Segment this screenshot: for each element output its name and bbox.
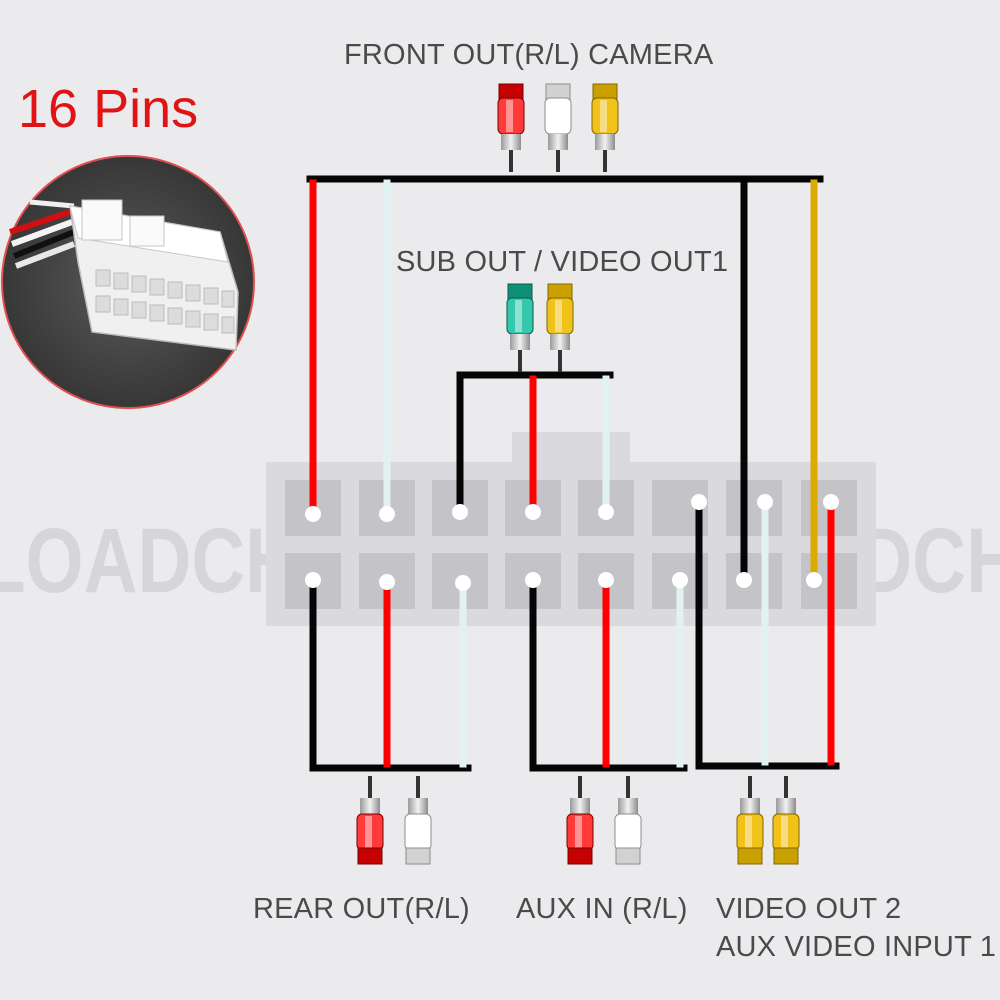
pin-dot-7 xyxy=(757,494,773,510)
rear-white-plug-shine xyxy=(413,816,420,848)
pin-dot-1 xyxy=(305,506,321,522)
rear-red-plug-cable xyxy=(368,776,372,798)
video2-bus-wire xyxy=(695,498,840,770)
pin-dot-6 xyxy=(691,494,707,510)
pin-count-title: 16 Pins xyxy=(18,79,199,139)
aux-red-plug-tip xyxy=(570,798,590,814)
video2-yellow-plug-2-cable xyxy=(784,776,788,798)
sub-yellow-plug xyxy=(546,283,574,372)
sub-yellow-plug-cable xyxy=(558,350,562,372)
aux-red-plug xyxy=(566,776,594,865)
pin-dot-10 xyxy=(379,574,395,590)
front-white-plug-tip xyxy=(548,134,568,150)
aux-white-plug xyxy=(614,776,642,865)
pin-dots xyxy=(305,494,839,591)
pin-dot-16 xyxy=(806,572,822,588)
rear-bus-wire xyxy=(309,576,472,772)
pin-dot-4 xyxy=(525,504,541,520)
pin-dot-8 xyxy=(823,494,839,510)
video2-yellow-plug-1-cable xyxy=(748,776,752,798)
aux-in-label: AUX IN (R/L) xyxy=(516,893,688,925)
rear-red-plug-shine xyxy=(365,816,372,848)
aux-white-plug-tip xyxy=(618,798,638,814)
aux-red-plug-cable xyxy=(578,776,582,798)
aux-video-input-label: AUX VIDEO INPUT 1 xyxy=(716,931,997,963)
sub-teal-plug xyxy=(506,283,534,372)
aux-white-plug-cable xyxy=(626,776,630,798)
pin-dot-14 xyxy=(672,572,688,588)
video2-yellow-plug-1-collar xyxy=(737,847,763,865)
sub-teal-plug-shine xyxy=(515,300,522,332)
rear-red-plug-collar xyxy=(357,847,383,865)
video2-yellow-plug-2-tip xyxy=(776,798,796,814)
aux-bus-wire xyxy=(529,576,688,772)
front-red-plug xyxy=(497,83,525,172)
rear-white-plug xyxy=(404,776,432,865)
front-yellow-plug xyxy=(591,83,619,172)
pin-dot-12 xyxy=(525,572,541,588)
aux-red-plug-collar xyxy=(567,847,593,865)
sub-yellow-plug-shine xyxy=(555,300,562,332)
front-white-plug-cable xyxy=(556,150,560,172)
front-white-plug xyxy=(544,83,572,172)
front-yellow-plug-cable xyxy=(603,150,607,172)
front-out-label: FRONT OUT(R/L) CAMERA xyxy=(344,39,714,71)
pin-dot-9 xyxy=(305,572,321,588)
front-yellow-plug-tip xyxy=(595,134,615,150)
rear-white-plug-tip xyxy=(408,798,428,814)
aux-red-plug-shine xyxy=(575,816,582,848)
pin-connector xyxy=(266,432,876,626)
front-yellow-plug-shine xyxy=(600,100,607,132)
wires xyxy=(306,175,840,772)
video2-yellow-plug-2-collar xyxy=(773,847,799,865)
pin-dot-13 xyxy=(598,572,614,588)
rear-white-plug-cable xyxy=(416,776,420,798)
front-red-plug-cable xyxy=(509,150,513,172)
pin-dot-15 xyxy=(736,572,752,588)
front-white-plug-shine xyxy=(553,100,560,132)
rca-plugs xyxy=(356,83,800,865)
front-red-plug-tip xyxy=(501,134,521,150)
video2-yellow-plug-1-tip xyxy=(740,798,760,814)
rear-out-label: REAR OUT(R/L) xyxy=(253,893,470,925)
video2-yellow-plug-2-shine xyxy=(781,816,788,848)
pin-dot-3 xyxy=(452,504,468,520)
video2-yellow-plug-2 xyxy=(772,776,800,865)
sub-teal-plug-cable xyxy=(518,350,522,372)
pin-dot-2 xyxy=(379,506,395,522)
aux-white-plug-collar xyxy=(615,847,641,865)
video2-yellow-plug-1 xyxy=(736,776,764,865)
pin-dot-11 xyxy=(455,575,471,591)
pin-socket-r2-c7 xyxy=(726,553,782,609)
sub-yellow-plug-tip xyxy=(550,334,570,350)
rear-red-plug-tip xyxy=(360,798,380,814)
aux-white-plug-shine xyxy=(623,816,630,848)
pin-socket-r1-c7 xyxy=(726,480,782,536)
front-red-plug-shine xyxy=(506,100,513,132)
rear-red-plug xyxy=(356,776,384,865)
sub-out-label: SUB OUT / VIDEO OUT1 xyxy=(396,246,729,278)
connector-photo xyxy=(1,155,255,409)
rear-white-plug-collar xyxy=(405,847,431,865)
sub-bus-wire xyxy=(456,371,614,516)
pin-dot-5 xyxy=(598,504,614,520)
video2-yellow-plug-1-shine xyxy=(745,816,752,848)
video-out-2-label: VIDEO OUT 2 xyxy=(716,893,902,925)
sub-teal-plug-tip xyxy=(510,334,530,350)
